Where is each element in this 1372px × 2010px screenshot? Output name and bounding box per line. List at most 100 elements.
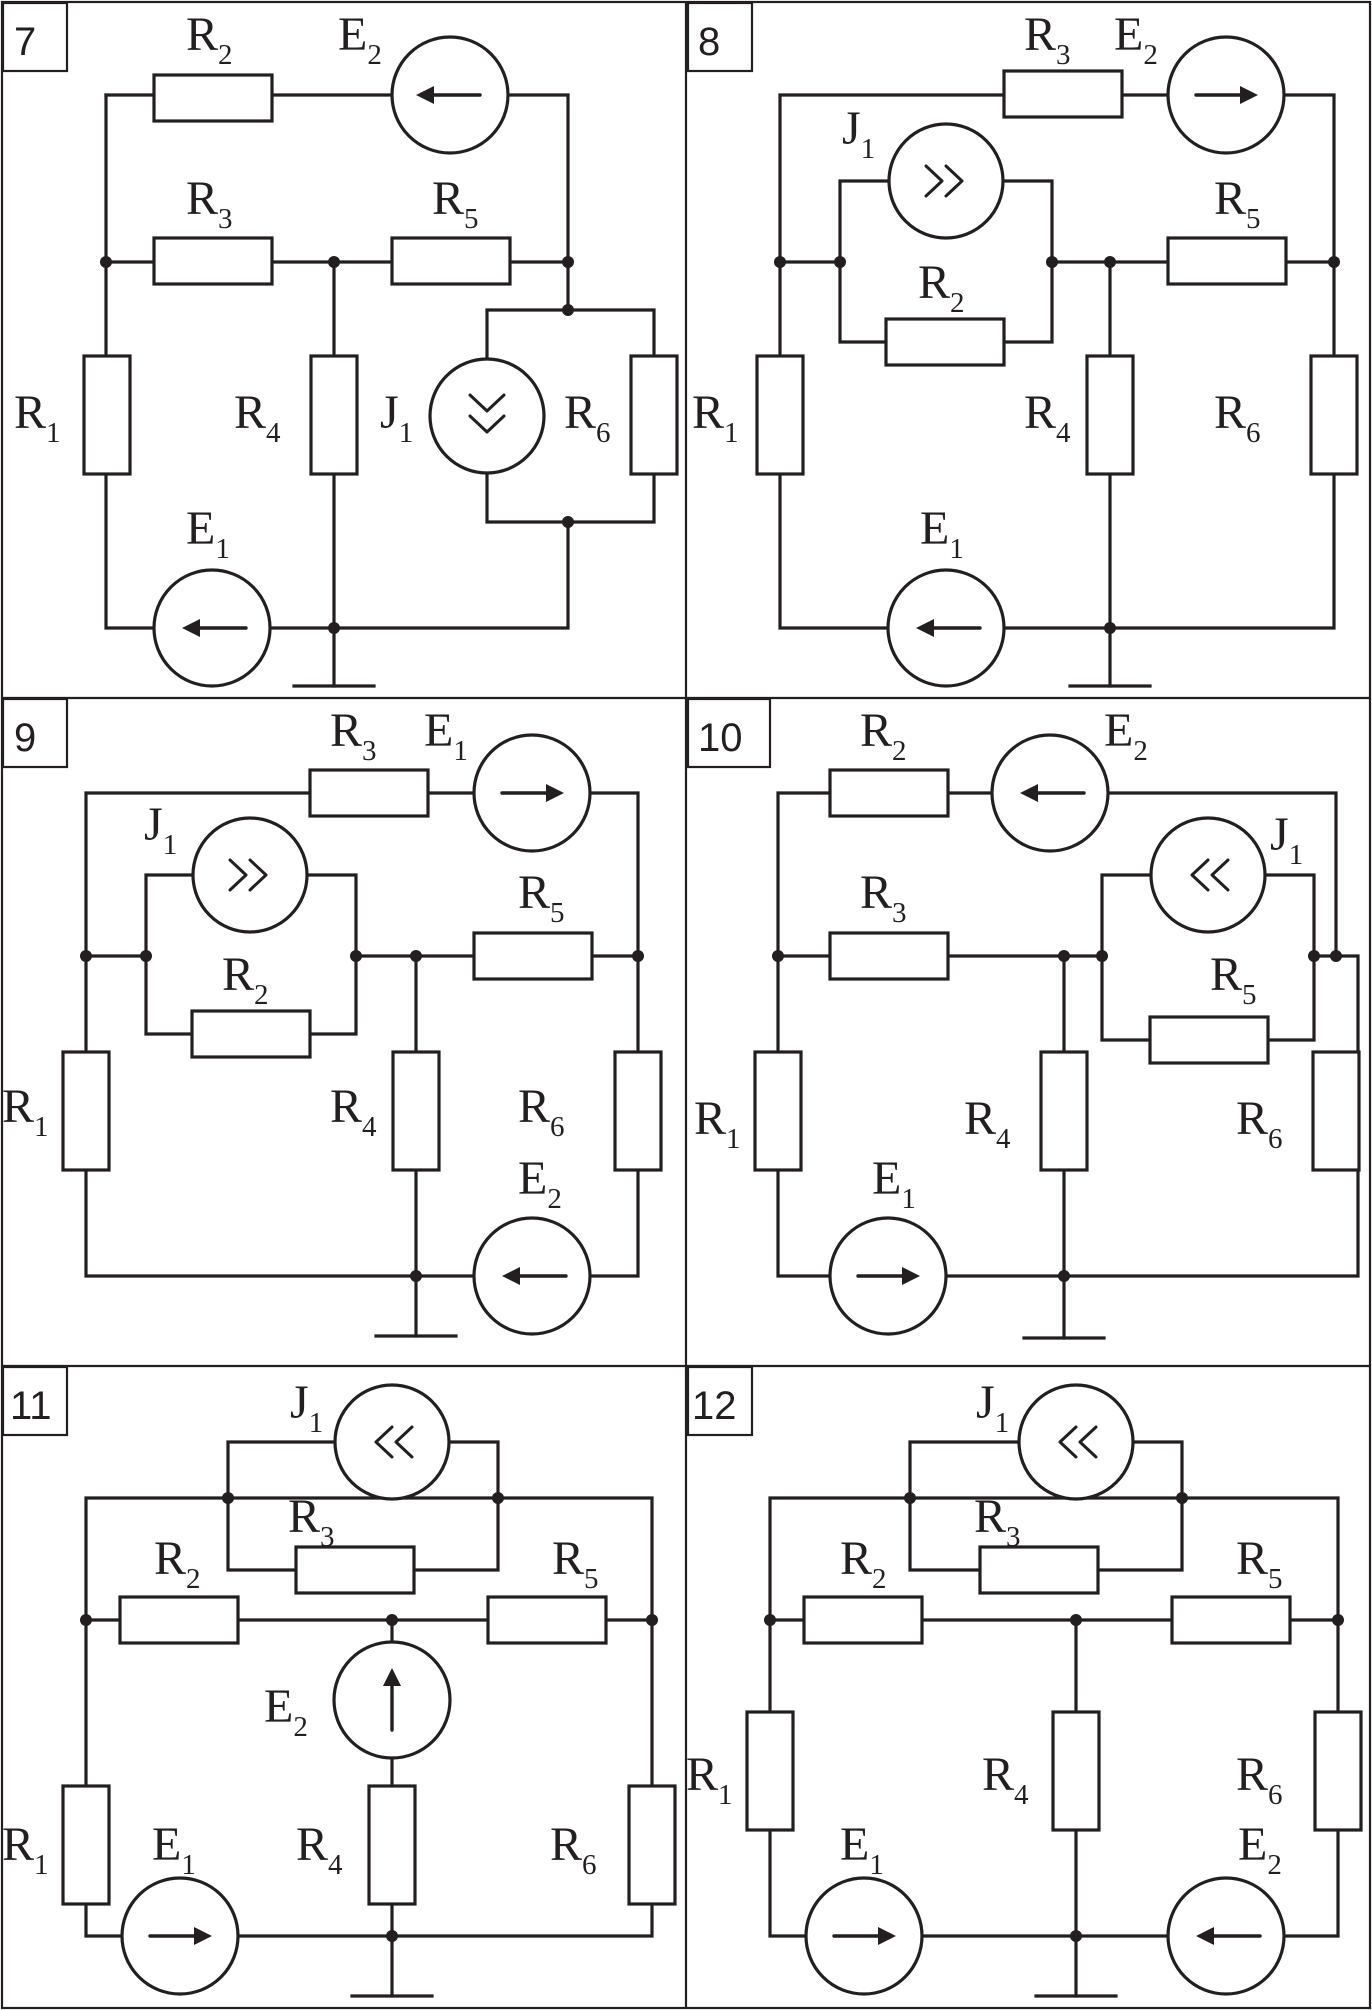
component-label: E1 [152, 1818, 196, 1881]
resistor-r3 [828, 931, 950, 981]
arrow-head-icon [902, 1267, 920, 1285]
component-label: R3 [288, 1490, 335, 1553]
circuit-panel-12: 12 [686, 1365, 1363, 1998]
junction-dot [328, 622, 340, 634]
circuit-panel-8: 8 [686, 1, 1359, 688]
resistor-r6 [1313, 1710, 1363, 1832]
component-label: J1 [842, 102, 875, 165]
resistor-r1 [755, 354, 805, 476]
arrow-head-icon [916, 619, 934, 637]
component-label: R1 [694, 1092, 741, 1155]
panel-number: 7 [14, 20, 36, 64]
arrow-head-icon [1240, 86, 1258, 104]
label-subscript: 4 [328, 1849, 343, 1881]
label-subscript: 4 [996, 1123, 1011, 1155]
resistor-r3 [308, 768, 430, 818]
component-label-letter: J [976, 1376, 995, 1429]
component-label-letter: E [264, 1680, 293, 1733]
resistor-r4 [391, 1050, 441, 1172]
component-label-letter: R [974, 1490, 1006, 1543]
component-label: E2 [264, 1680, 308, 1743]
junction-dot [1070, 1614, 1082, 1626]
component-label: R3 [860, 866, 907, 929]
component-label: E1 [840, 1818, 884, 1881]
voltage-source-e2 [1166, 35, 1286, 155]
junction-dot [1330, 950, 1342, 962]
junction-dot [222, 1492, 234, 1504]
component-label-letter: E [424, 704, 453, 757]
source-circle [1017, 1383, 1135, 1501]
label-subscript: 1 [309, 1407, 324, 1439]
junction-dot [386, 1930, 398, 1942]
voltage-source-e2 [472, 1216, 592, 1336]
junction-dot [774, 256, 786, 268]
source-symbol-icon [1078, 1425, 1098, 1459]
component-label-letter: E [1114, 8, 1143, 61]
source-circle [333, 1383, 451, 1501]
arrow-head-icon [878, 1927, 896, 1945]
component-label-letter: R [860, 866, 892, 919]
component-label: R2 [154, 1532, 201, 1595]
voltage-source-e1 [120, 1876, 240, 1996]
component-label-letter: R [14, 386, 46, 439]
component-label: R5 [552, 1532, 599, 1595]
component-label: R1 [2, 1080, 49, 1143]
resistor-r5 [390, 236, 512, 286]
frame-line [1, 1, 69, 73]
component-label: J1 [380, 386, 413, 449]
voltage-source-e2 [332, 1640, 452, 1760]
source-circle [887, 122, 1005, 240]
component-label: R3 [974, 1490, 1021, 1553]
component-label-letter: R [234, 386, 266, 439]
component-label-letter: R [1210, 948, 1242, 1001]
component-label-letter: R [296, 1818, 328, 1871]
component-label-letter: R [1214, 386, 1246, 439]
label-subscript: 5 [1268, 1563, 1283, 1595]
junction-dot [562, 304, 574, 316]
label-subscript: 1 [901, 1183, 916, 1215]
label-subscript: 5 [1242, 979, 1257, 1011]
voltage-source-e2 [390, 35, 510, 155]
label-subscript: 4 [1014, 1779, 1029, 1811]
junction-dot [140, 950, 152, 962]
resistor-r3 [978, 1545, 1100, 1595]
component-label-letter: R [186, 172, 218, 225]
label-subscript: 5 [584, 1563, 599, 1595]
label-subscript: 2 [950, 287, 965, 319]
label-subscript: 3 [1056, 39, 1071, 71]
component-label-letter: R [518, 866, 550, 919]
component-label-letter: R [432, 172, 464, 225]
source-symbol-icon [394, 1425, 414, 1459]
component-label-letter: R [1024, 386, 1056, 439]
resistor-r4 [1039, 1050, 1089, 1172]
component-label: J1 [144, 798, 177, 861]
voltage-source-e1 [804, 1876, 924, 1996]
resistor-r6 [1311, 1050, 1361, 1172]
source-circle [191, 816, 309, 934]
component-label: J1 [976, 1376, 1009, 1439]
component-label: R3 [330, 704, 377, 767]
component-label-letter: E [1104, 704, 1133, 757]
resistor-r2 [802, 1595, 924, 1645]
circuit-panel-7: 7 [1, 1, 679, 688]
component-label: R4 [296, 1818, 343, 1881]
component-label-letter: R [982, 1748, 1014, 1801]
label-subscript: 1 [995, 1407, 1010, 1439]
circuit-panel-11: 11 [1, 1365, 677, 1998]
component-label: E1 [920, 502, 964, 565]
component-label: R3 [186, 172, 233, 235]
component-label: R4 [964, 1092, 1011, 1155]
label-subscript: 2 [892, 735, 907, 767]
resistor-r5 [1170, 1595, 1292, 1645]
component-label-letter: R [330, 704, 362, 757]
label-subscript: 3 [892, 897, 907, 929]
component-label-letter: J [380, 386, 399, 439]
resistor-r2 [884, 317, 1006, 367]
component-label: E1 [424, 704, 468, 767]
current-source-j1 [887, 122, 1005, 240]
source-symbol-icon [1210, 858, 1230, 892]
label-subscript: 2 [872, 1563, 887, 1595]
label-subscript: 1 [869, 1849, 884, 1881]
source-circle [1149, 816, 1267, 934]
